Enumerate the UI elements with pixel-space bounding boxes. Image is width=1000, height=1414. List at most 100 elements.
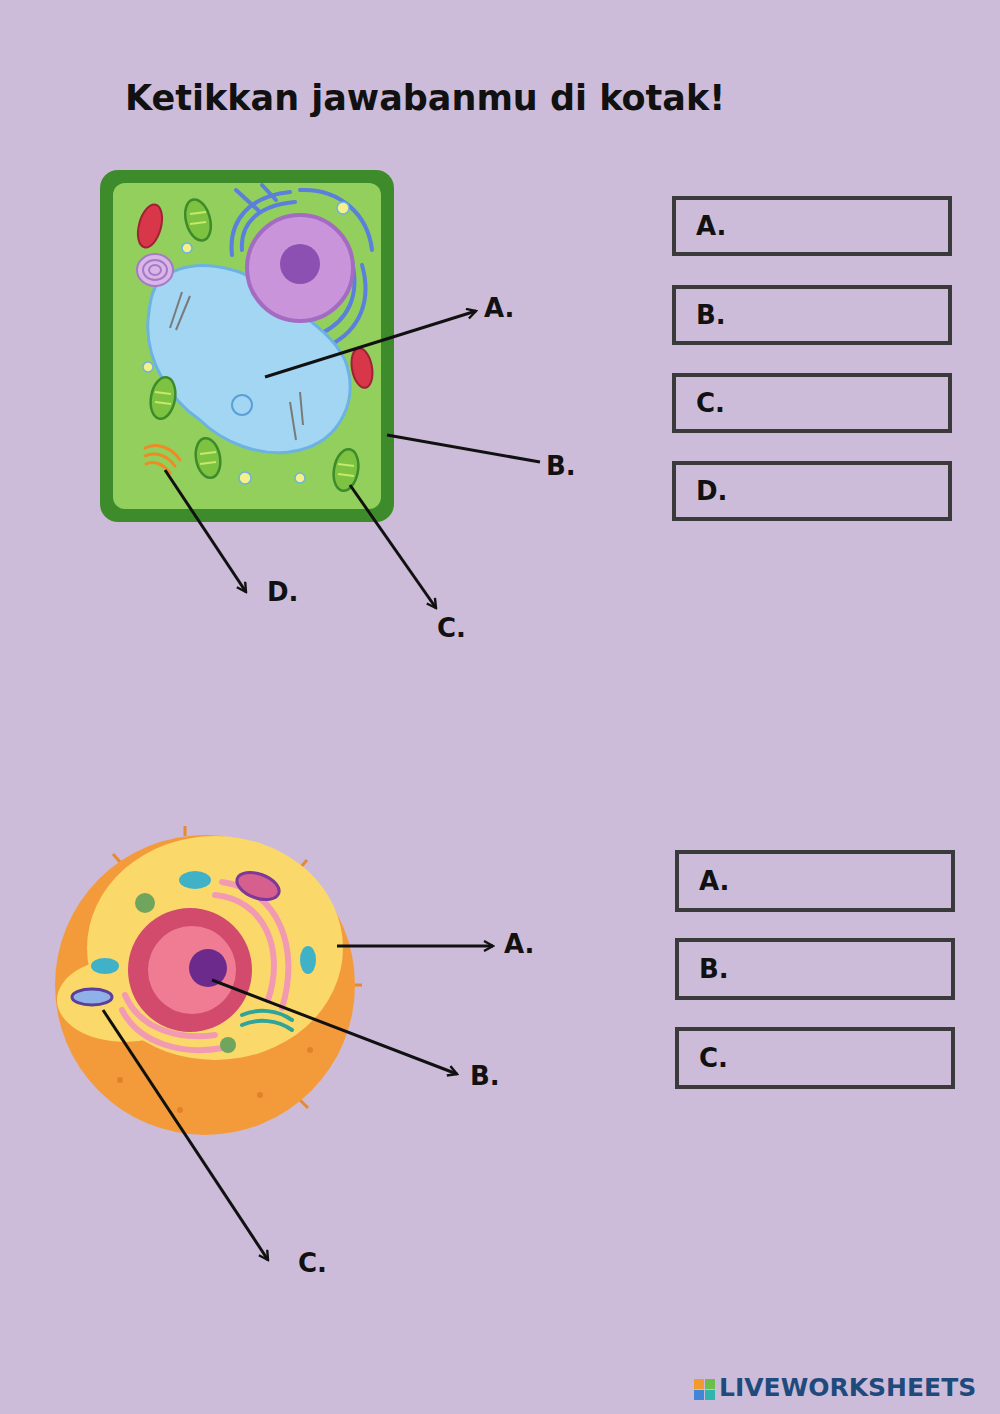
watermark: LIVEWORKSHEETS — [719, 1374, 976, 1403]
dot — [117, 1077, 123, 1083]
stripe — [155, 402, 171, 404]
granule — [143, 362, 153, 372]
answer-box: A. — [675, 850, 955, 912]
callout-letter: B. — [470, 1062, 500, 1092]
granules — [143, 202, 349, 484]
watermark-logo — [694, 1379, 715, 1400]
answer-label: D. — [696, 476, 727, 506]
nucleolus — [189, 949, 227, 987]
callout-letter: B. — [546, 452, 576, 482]
callout-letter: A. — [484, 294, 514, 324]
crystal — [290, 402, 296, 440]
stripe — [200, 452, 216, 454]
answer-box: C. — [675, 1027, 955, 1089]
leader-lines — [165, 311, 540, 608]
leader-arrow — [212, 980, 457, 1074]
dot — [307, 1047, 313, 1053]
ring — [137, 254, 173, 286]
mitochondrion — [233, 867, 283, 905]
vesicle — [300, 946, 316, 974]
granule — [337, 202, 349, 214]
lysosome — [135, 893, 155, 913]
stripe — [338, 464, 354, 466]
vesicle — [179, 871, 211, 889]
answer-box: A. — [672, 196, 952, 256]
logo-square — [694, 1379, 704, 1389]
cell-membrane — [55, 835, 355, 1135]
granule — [295, 473, 305, 483]
granule — [182, 243, 192, 253]
nucleolus — [280, 244, 320, 284]
ring — [149, 265, 161, 275]
vesicle — [91, 958, 119, 974]
stripe — [190, 212, 206, 214]
answer-label: B. — [699, 954, 729, 984]
golgi-body — [145, 446, 180, 473]
mitochondria — [134, 202, 376, 390]
nucleus — [247, 215, 353, 321]
callout-letter: D. — [267, 578, 298, 608]
logo-square — [694, 1390, 704, 1400]
answer-box: B. — [675, 938, 955, 1000]
mitochondrion — [134, 202, 167, 250]
leader-line — [387, 435, 540, 462]
chloroplasts — [148, 197, 362, 493]
granule — [239, 472, 251, 484]
leader-arrow — [350, 485, 436, 608]
leader-arrow — [165, 470, 246, 592]
crystal — [176, 296, 190, 330]
callout-letter: C. — [437, 614, 466, 644]
answer-box: B. — [672, 285, 952, 345]
animal-cell — [55, 826, 362, 1135]
golgi-fold — [242, 1021, 292, 1030]
mitochondrion — [72, 989, 112, 1005]
er-fold — [262, 185, 276, 200]
dot — [257, 1092, 263, 1098]
leader-arrow — [265, 311, 476, 377]
stripe — [338, 474, 354, 476]
answer-label: C. — [699, 1043, 728, 1073]
spike — [184, 826, 187, 836]
stripe — [200, 462, 216, 464]
dot — [177, 1107, 183, 1113]
texture-dots — [117, 1047, 313, 1113]
vesicle — [232, 395, 252, 415]
er-fold — [236, 190, 258, 210]
chloroplast — [181, 197, 215, 244]
logo-square — [705, 1390, 715, 1400]
spike — [113, 854, 120, 862]
callout-letter: A. — [504, 930, 534, 960]
answer-label: B. — [696, 300, 726, 330]
nuclear-envelope — [128, 908, 252, 1032]
leader-arrow — [103, 1010, 268, 1260]
chloroplast-stripes — [155, 212, 354, 476]
rough-er — [122, 882, 288, 1050]
peroxisome — [137, 254, 173, 286]
logo-square — [705, 1379, 715, 1389]
answer-label: A. — [699, 866, 729, 896]
answer-box: C. — [672, 373, 952, 433]
spike — [300, 1100, 308, 1108]
page-title: Ketikkan jawabanmu di kotak! — [125, 78, 725, 118]
stripe — [190, 222, 206, 224]
ring — [143, 260, 167, 280]
leader-arrow — [337, 945, 493, 948]
golgi-fold — [242, 1011, 292, 1020]
cell-wall — [100, 170, 394, 522]
answer-label: A. — [696, 211, 726, 241]
answer-label: C. — [696, 388, 725, 418]
answer-box: D. — [672, 461, 952, 521]
crystal — [300, 392, 303, 425]
chloroplast — [193, 436, 224, 480]
cytoplasm — [113, 183, 381, 509]
stripe — [155, 392, 171, 394]
mitochondrion — [349, 347, 376, 390]
plant-cell — [100, 170, 394, 522]
lysosome — [220, 1037, 236, 1053]
chloroplast — [331, 447, 362, 493]
leader-lines — [103, 946, 493, 1260]
crystal — [170, 292, 182, 328]
nucleus — [148, 926, 236, 1014]
